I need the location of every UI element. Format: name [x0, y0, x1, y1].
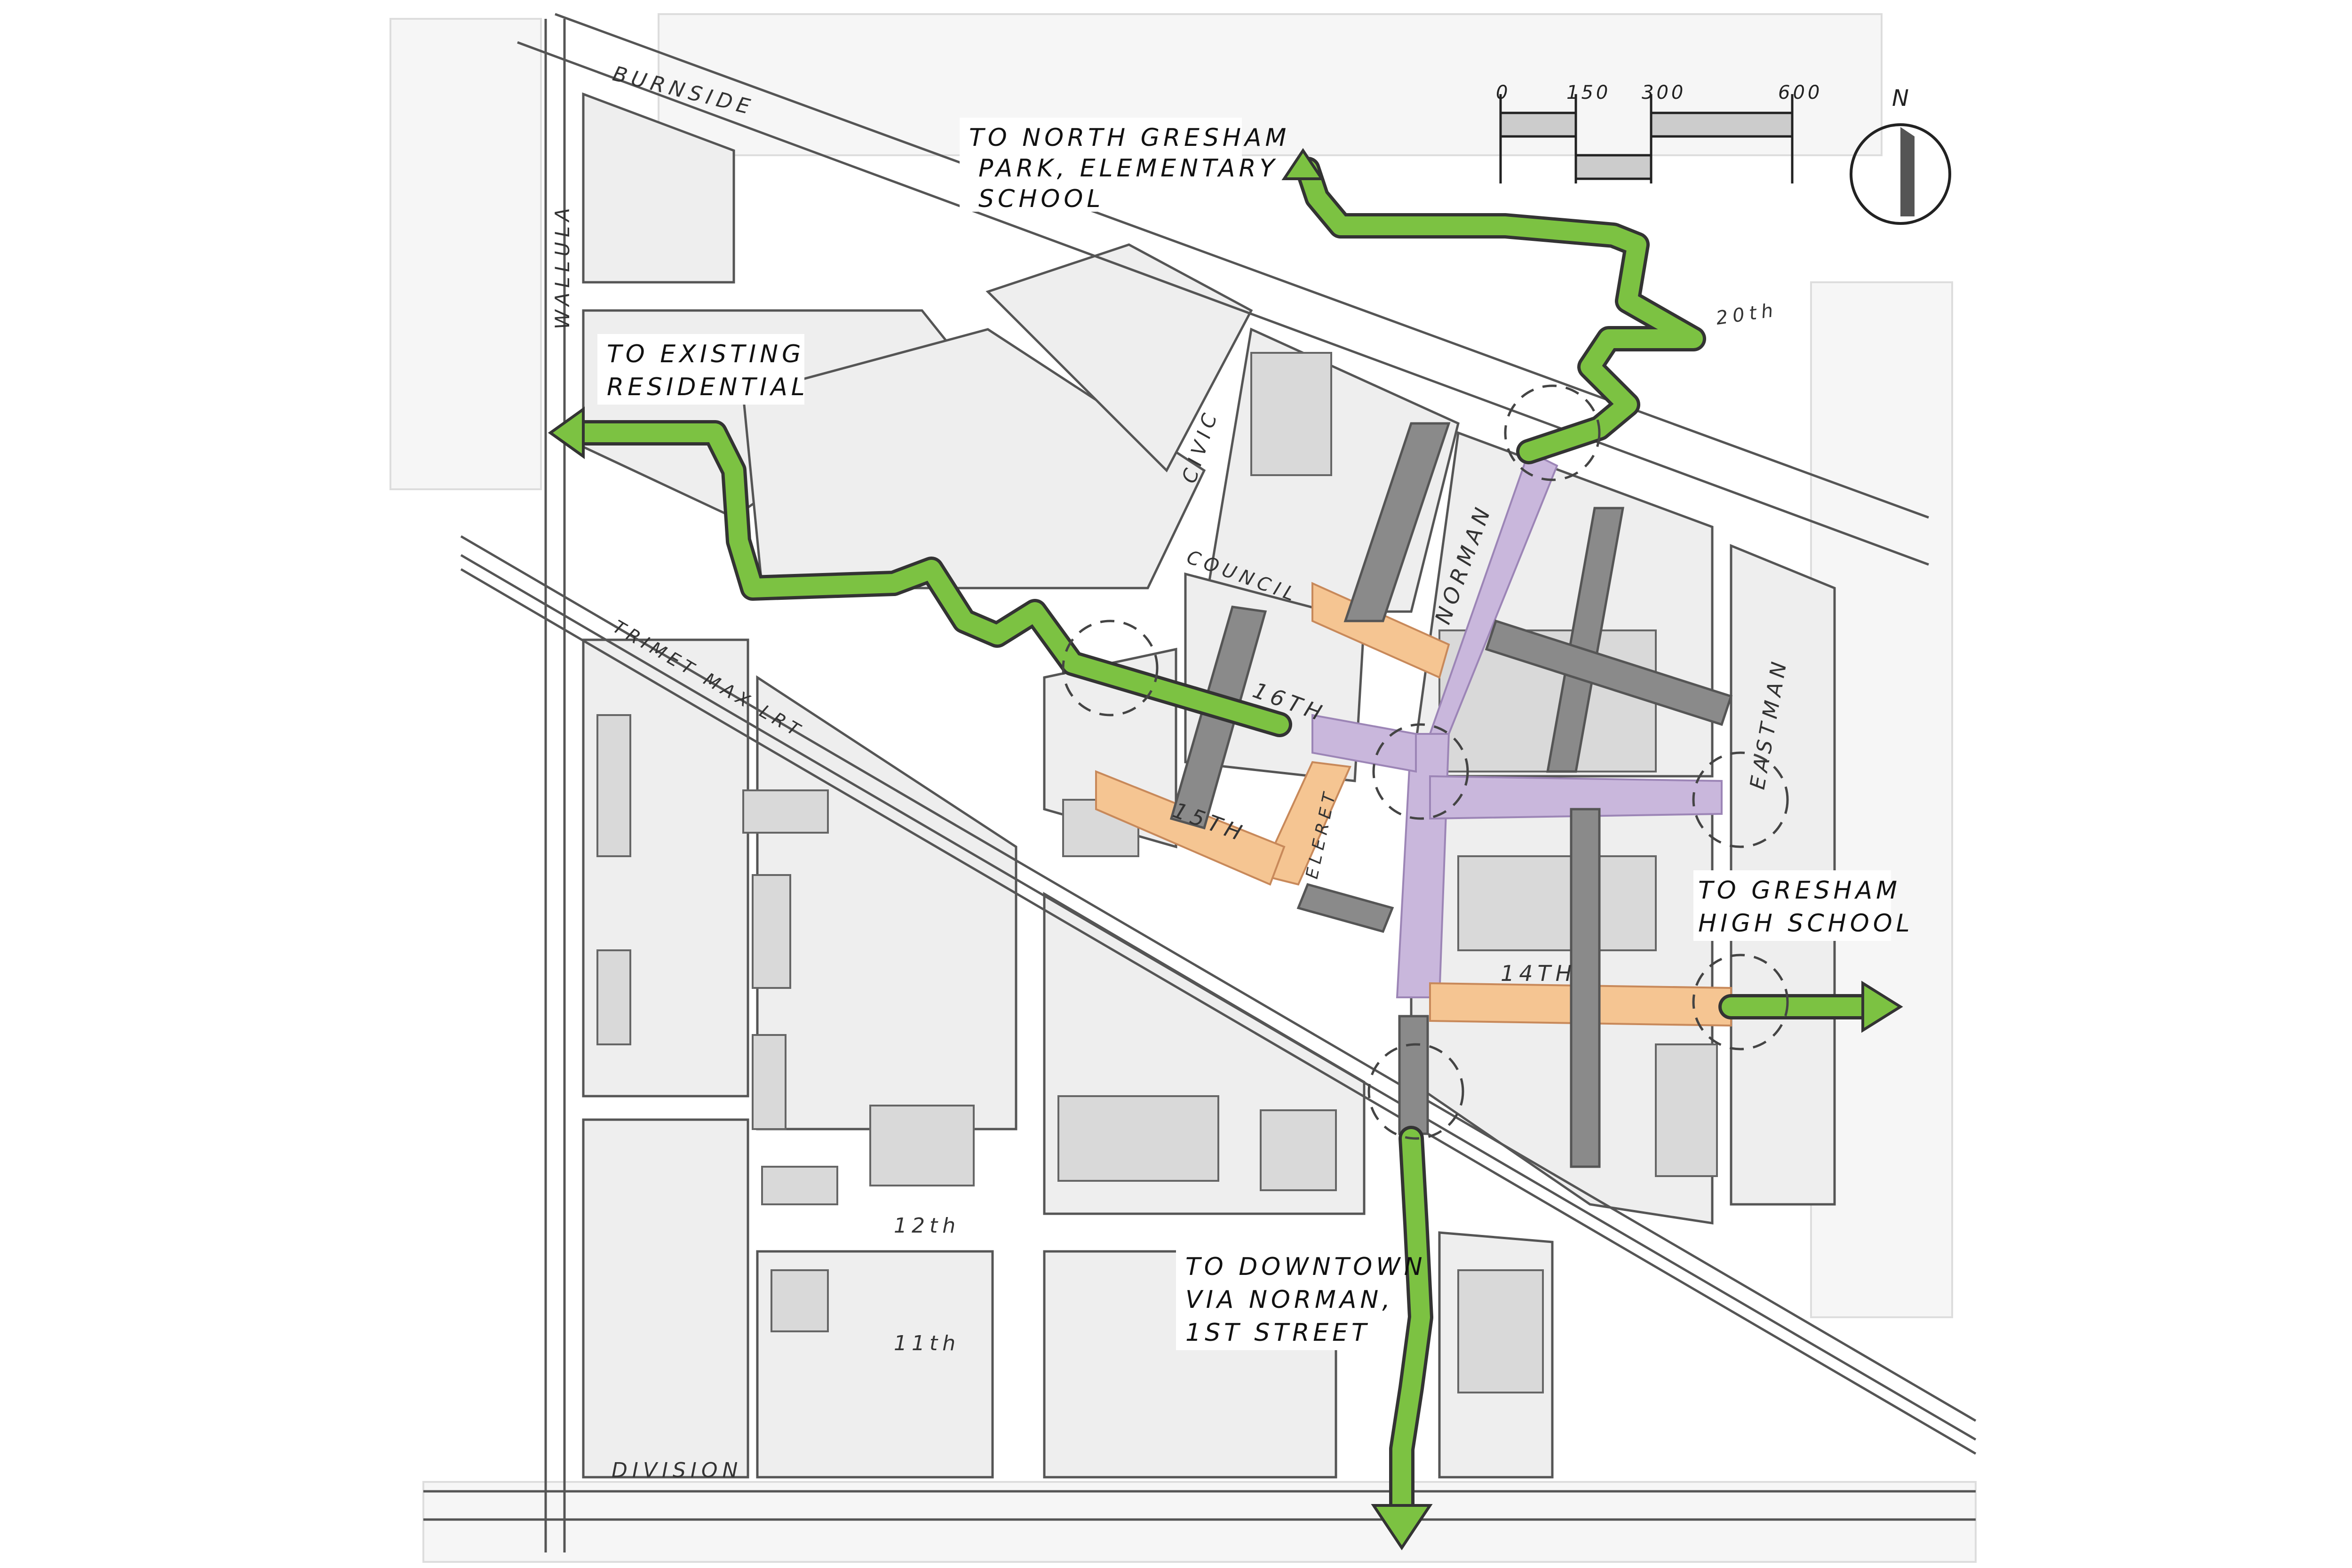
- rail-track: [460, 554, 1977, 1441]
- block: [582, 92, 735, 284]
- building: [761, 1166, 838, 1205]
- block: [756, 675, 1017, 1130]
- building: [1057, 1095, 1219, 1182]
- building: [1250, 352, 1332, 476]
- arrow-head-south: [1371, 1504, 1433, 1551]
- building: [1260, 1109, 1337, 1191]
- gray-arrow: [1398, 1015, 1429, 1135]
- green-route-north: [1298, 160, 1703, 461]
- gray-arrow: [1485, 619, 1733, 726]
- rail-line: [460, 535, 1977, 1455]
- scale-label-600: 600: [1778, 82, 1822, 103]
- node-circle: [1692, 954, 1789, 1051]
- gray-arrow: [1546, 507, 1624, 773]
- building: [1457, 855, 1657, 951]
- note-north-line1: TO NORTH GRESHAM: [969, 124, 1290, 152]
- block: [985, 243, 1253, 473]
- label-11th: 11th: [894, 1331, 960, 1355]
- green-arrowheads: [548, 148, 1903, 1551]
- scale-bar: [1499, 94, 1794, 183]
- building: [1457, 1269, 1544, 1393]
- note-west-line2: RESIDENTIAL: [607, 373, 809, 401]
- node-circle: [1504, 384, 1601, 481]
- node-circles: [1062, 384, 1789, 1140]
- building: [869, 1105, 975, 1186]
- note-south: TO DOWNTOWN VIA NORMAN, 1ST STREET: [1176, 1242, 1426, 1350]
- note-west-line1: TO EXISTING: [607, 340, 804, 368]
- node-circle: [1692, 751, 1789, 848]
- gray-arrow: [1296, 883, 1394, 933]
- gray-arrow: [1570, 808, 1601, 1168]
- building: [771, 1269, 829, 1332]
- buildings: [596, 352, 1718, 1393]
- rail-track: [460, 535, 1977, 1422]
- note-north-line3: SCHOOL: [978, 185, 1104, 213]
- context-block: [389, 18, 542, 490]
- building: [596, 714, 631, 857]
- street-edge: [517, 41, 1929, 566]
- street-edges: [423, 13, 1976, 1552]
- scale-label-0: 0: [1496, 82, 1510, 103]
- purple-street: [1311, 450, 1723, 998]
- label-20th: 20th: [1715, 299, 1779, 329]
- note-east-line1: TO GRESHAM: [1698, 876, 1901, 905]
- building: [1655, 1043, 1718, 1177]
- block: [582, 1118, 749, 1479]
- arrow-head-east: [1861, 980, 1903, 1033]
- note-west: TO EXISTING RESIDENTIAL: [597, 334, 809, 405]
- scale-segment: [1574, 154, 1653, 180]
- label-division: DIVISION: [612, 1458, 742, 1482]
- building: [742, 789, 829, 834]
- scale-label-300: 300: [1642, 82, 1686, 103]
- note-north-line2: PARK, ELEMENTARY: [978, 154, 1278, 183]
- sixteenth-link: [1311, 714, 1417, 773]
- node-circle: [1062, 620, 1159, 716]
- green-route-south: [1392, 1129, 1430, 1515]
- note-south-line2: VIA NORMAN,: [1185, 1286, 1394, 1314]
- arrow-head-west: [548, 406, 585, 459]
- note-south-line1: TO DOWNTOWN: [1185, 1253, 1426, 1281]
- green-routes-fill: [569, 160, 1882, 1515]
- scale-segment: [1499, 111, 1577, 138]
- gray-arrows: [1169, 422, 1733, 1168]
- context-block: [422, 1481, 1977, 1563]
- eleret-segment: [1259, 761, 1351, 886]
- building: [752, 1034, 787, 1130]
- eastman-link: [1429, 775, 1723, 820]
- north-arrow-icon: [1850, 123, 1951, 225]
- street-edge: [555, 13, 1929, 519]
- block: [742, 328, 1206, 589]
- node-circle: [1372, 723, 1469, 820]
- note-east-line2: HIGH SCHOOL: [1698, 909, 1914, 938]
- scale-label-150: 150: [1566, 82, 1611, 103]
- gray-arrow: [1343, 422, 1451, 622]
- note-north: TO NORTH GRESHAM PARK, ELEMENTARY SCHOOL: [960, 118, 1290, 213]
- note-south-line3: 1ST STREET: [1185, 1319, 1370, 1347]
- building: [596, 949, 631, 1045]
- north-label: N: [1892, 85, 1912, 111]
- norman-segment: [1396, 733, 1450, 998]
- label-wallula: WALLULA: [551, 203, 574, 329]
- label-14th: 14TH: [1501, 961, 1576, 986]
- fifteenth-segment: [1095, 770, 1286, 886]
- council-segment: [1311, 581, 1450, 679]
- label-12th: 12th: [894, 1214, 960, 1238]
- scale-segment: [1650, 111, 1794, 138]
- rail-track: [460, 568, 1977, 1455]
- green-route-west: [569, 423, 1289, 734]
- building: [752, 874, 791, 989]
- node-circle: [1367, 1043, 1464, 1140]
- arrow-head-north: [1281, 148, 1325, 180]
- note-east: TO GRESHAM HIGH SCHOOL: [1693, 870, 1914, 941]
